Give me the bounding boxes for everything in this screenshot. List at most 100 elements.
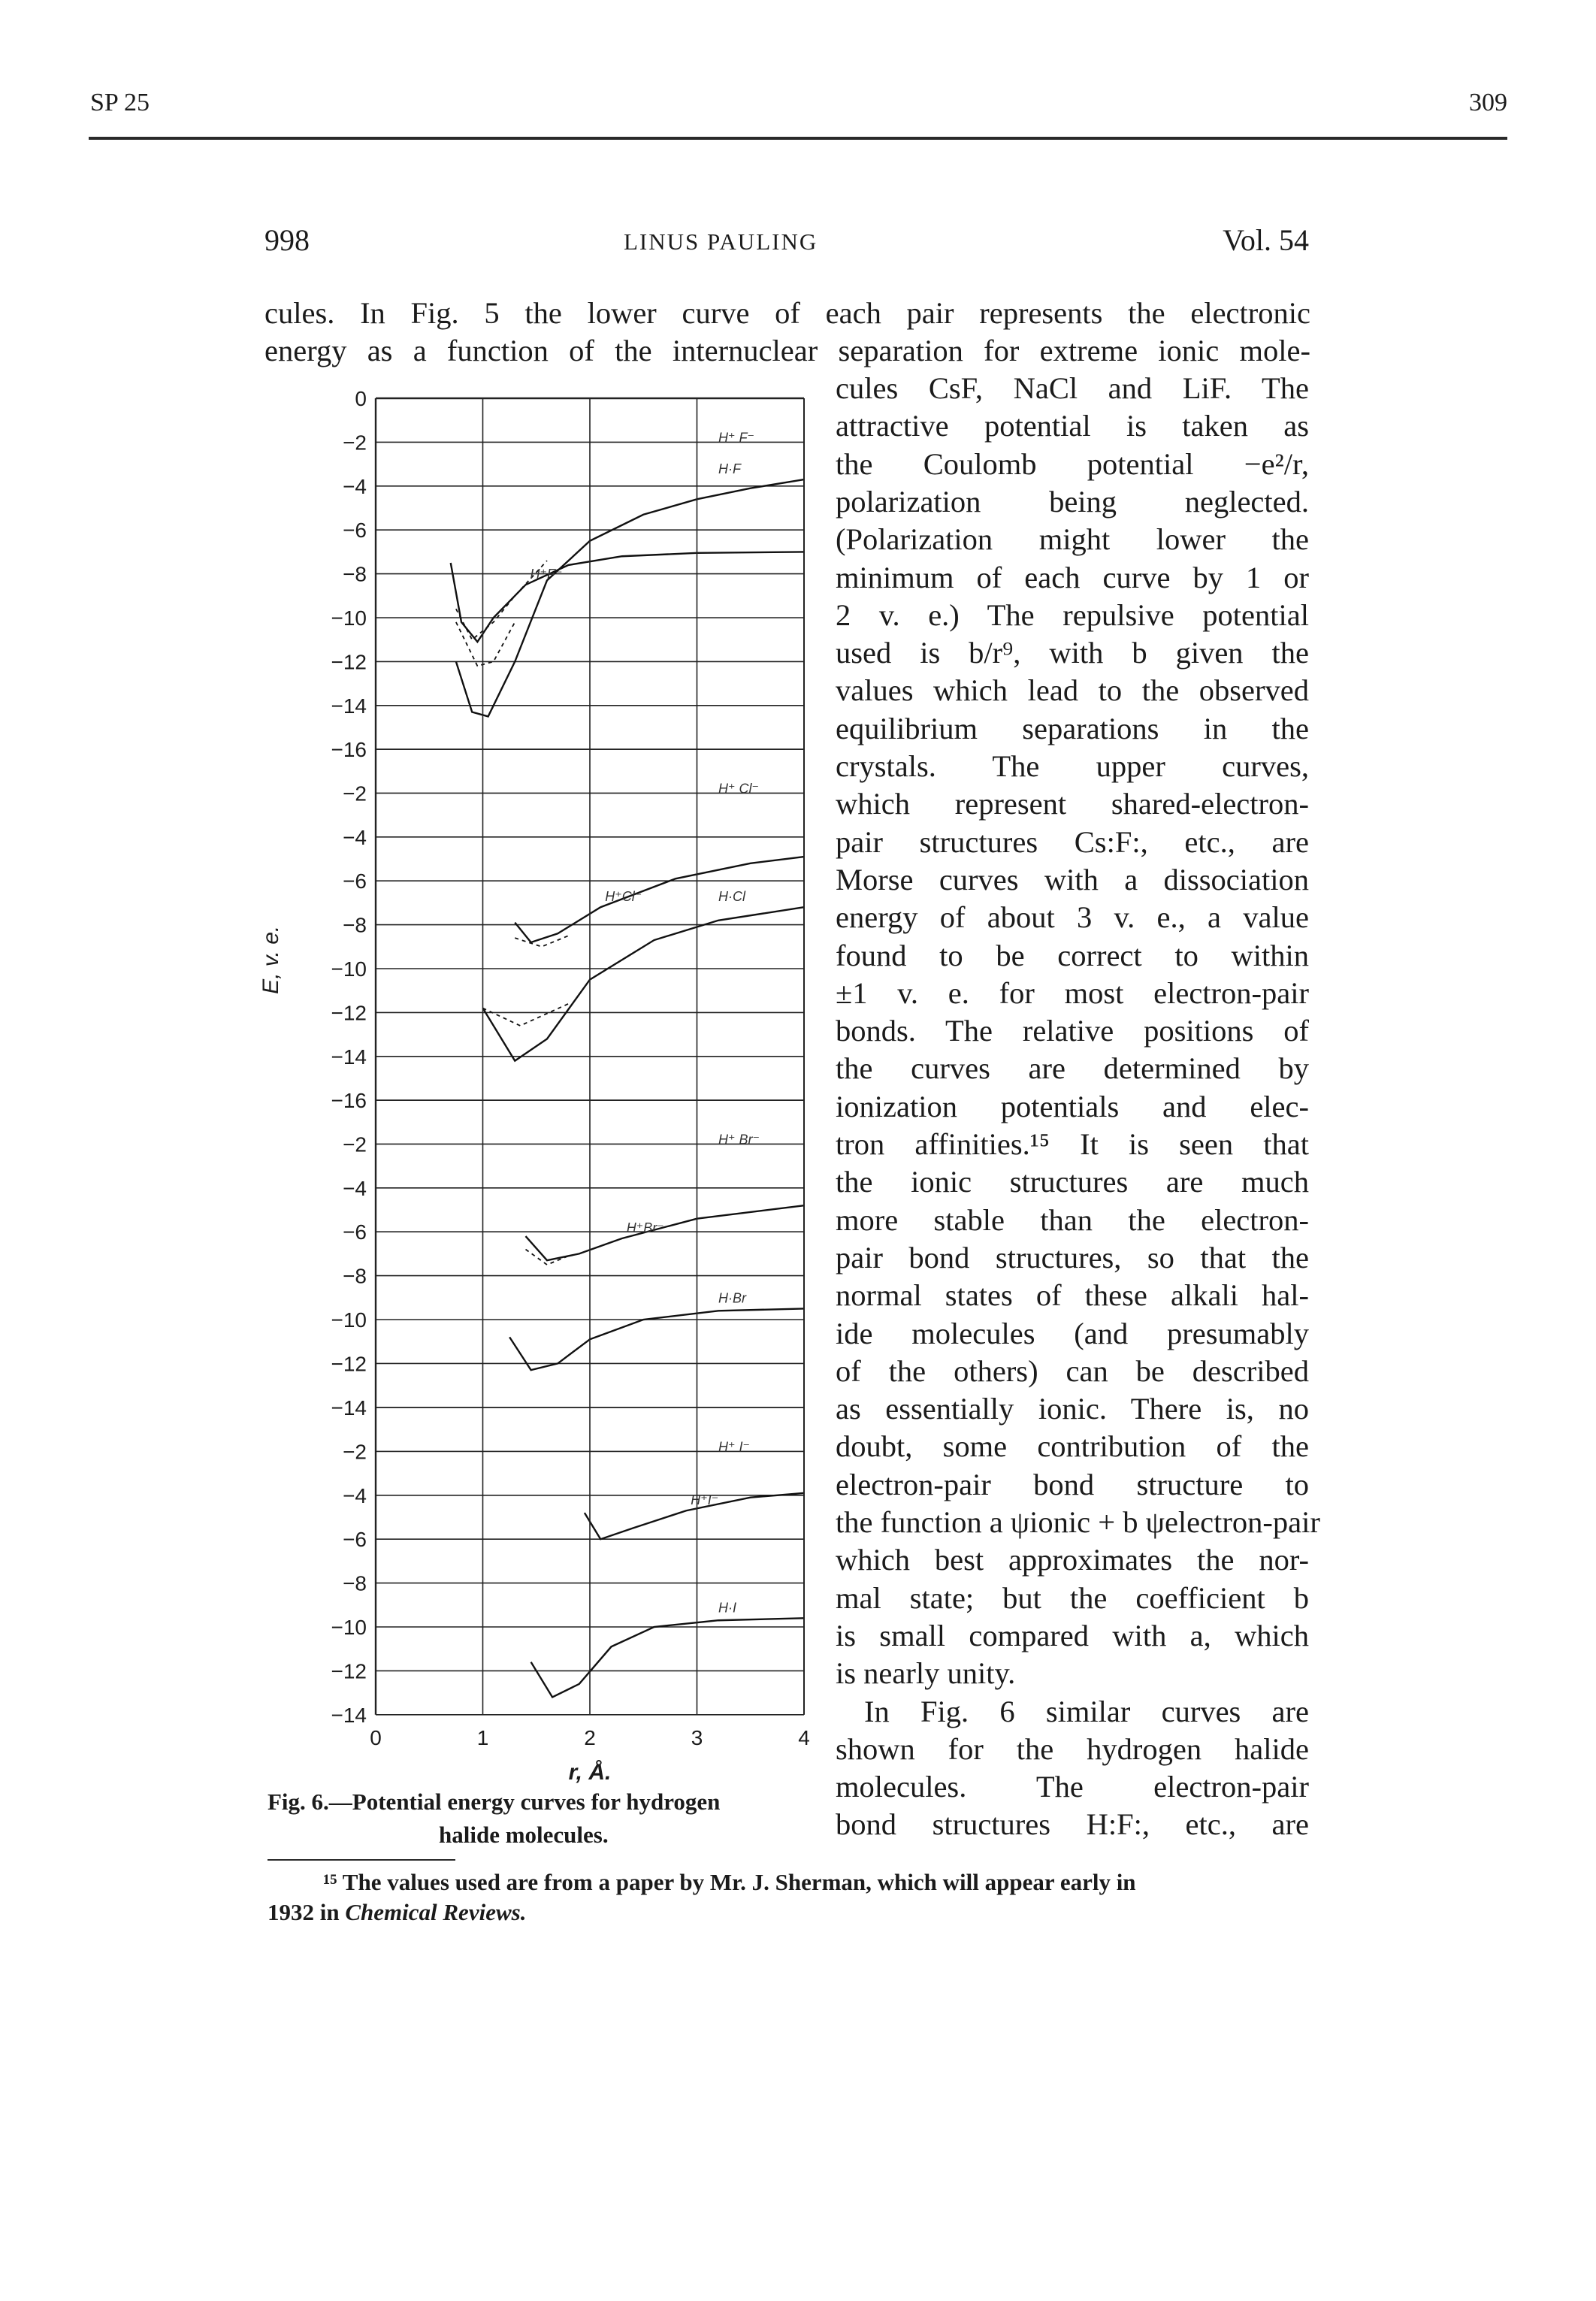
curve-hcl-covalent (514, 855, 805, 944)
x-tick-label: 0 (370, 1726, 382, 1749)
x-tick-label: 1 (477, 1726, 489, 1749)
body-line: the ionic structures are much (836, 1165, 1309, 1199)
body-line: mal state; but the coefficient b (836, 1580, 1309, 1615)
y-tick-label: −10 (331, 606, 367, 630)
body-line: ±1 v. e. for most electron-pair (836, 975, 1309, 1010)
curve-hf-dashed (455, 560, 548, 641)
asymptote-label: H·Cl (718, 889, 746, 904)
body-line: the function a ψionic + b ψelectron-pair (836, 1505, 1320, 1539)
body-line: energy of about 3 v. e., a value (836, 900, 1309, 935)
y-tick-label: −2 (343, 782, 367, 805)
body-line: equilibrium separations in the (836, 711, 1309, 745)
asymptote-label: H⁺ Cl⁻ (718, 781, 759, 796)
page-author: LINUS PAULING (624, 228, 818, 255)
body-line: electron-pair bond structure to (836, 1467, 1309, 1501)
body-line: is nearly unity. (836, 1656, 1016, 1691)
body-line: cules CsF, NaCl and LiF. The (836, 371, 1309, 405)
body-line: values which lead to the observed (836, 673, 1309, 708)
page-number: 998 (264, 223, 310, 257)
y-tick-label: −6 (343, 1528, 367, 1551)
curve-hbr-ionic (509, 1308, 805, 1371)
curve-hcl-ionic (482, 906, 805, 1063)
running-head-left: SP 25 (90, 89, 150, 116)
x-axis-label: r, Å. (569, 1760, 612, 1785)
body-line: pair bond structures, so that the (836, 1240, 1309, 1274)
y-tick-label: −6 (343, 1220, 367, 1244)
figure-caption-line1: Fig. 6.—Potential energy curves for hydr… (268, 1788, 721, 1815)
body-line: which best approximates the nor- (836, 1543, 1309, 1577)
curve-hf-ionic (455, 478, 805, 718)
y-tick-label: −14 (331, 694, 367, 718)
y-tick-label: −8 (343, 1265, 367, 1288)
footnote-line1: ¹⁵ The values used are from a paper by M… (323, 1869, 1136, 1895)
curve-hf-dashed (455, 621, 516, 667)
y-tick-label: −12 (331, 1659, 367, 1683)
body-line: found to be correct to within (836, 938, 1309, 972)
page-volume: Vol. 54 (1223, 223, 1309, 257)
footnote-rule (268, 1859, 455, 1861)
y-tick-label: −10 (331, 1308, 367, 1332)
curve-hf-covalent (449, 551, 805, 644)
body-line: of the others) can be described (836, 1353, 1309, 1388)
y-tick-label: −2 (343, 431, 367, 454)
curve-hi-covalent (583, 1492, 805, 1541)
y-tick-label: −2 (343, 1132, 367, 1156)
footnote-journal: Chemical Reviews. (345, 1899, 527, 1925)
curve-label: H⁺I⁻ (691, 1492, 718, 1507)
x-tick-label: 3 (691, 1726, 703, 1749)
body-line: molecules. The electron-pair (836, 1770, 1309, 1804)
body-line: which represent shared-electron- (836, 787, 1309, 821)
asymptote-label: H⁺ Br⁻ (718, 1132, 760, 1147)
body-line: polarization being neglected. (836, 484, 1309, 519)
body-line: attractive potential is taken as (836, 409, 1309, 443)
y-tick-label: −16 (331, 738, 367, 761)
y-axis-label: E, v. e. (258, 926, 283, 994)
running-head-right: 309 (1469, 89, 1507, 116)
body-line: (Polarization might lower the (836, 522, 1309, 557)
curve-label: H⁺Br⁻ (627, 1220, 664, 1235)
curve-hcl-dashed (482, 1002, 569, 1027)
y-tick-label: −8 (343, 563, 367, 586)
asymptote-label: H⁺ F⁻ (718, 430, 754, 445)
y-tick-label: −12 (331, 1352, 367, 1375)
body-line: cules. In Fig. 5 the lower curve of each… (264, 296, 1310, 330)
asymptote-label: H·F (718, 461, 742, 476)
y-tick-label: −6 (343, 869, 367, 893)
footnote-year: 1932 in (268, 1899, 346, 1925)
body-line: energy as a function of the internuclear… (264, 334, 1310, 367)
asymptote-label: H·I (718, 1600, 736, 1615)
x-tick-label: 2 (584, 1726, 596, 1749)
curve-hbr-dashed (524, 1248, 569, 1266)
running-head-rule (89, 137, 1507, 140)
y-tick-label: −4 (343, 1484, 367, 1507)
footnote-line2: 1932 in Chemical Reviews. (268, 1898, 526, 1927)
y-tick-label: −4 (343, 826, 367, 849)
curve-hi-ionic (530, 1617, 805, 1699)
y-tick-label: −14 (331, 1396, 367, 1420)
y-tick-label: −14 (331, 1045, 367, 1069)
y-tick-label: −8 (343, 1572, 367, 1595)
body-line: Morse curves with a dissociation (836, 862, 1309, 897)
body-line: more stable than the electron- (836, 1202, 1309, 1237)
body-line: crystals. The upper curves, (836, 749, 1309, 783)
y-tick-label: −4 (343, 475, 367, 498)
y-tick-label: −10 (331, 957, 367, 981)
body-line: used is b/r⁹, with b given the (836, 636, 1309, 670)
y-tick-label: −6 (343, 519, 367, 542)
body-line: bonds. The relative positions of (836, 1014, 1309, 1048)
curve-hcl-dashed (514, 935, 569, 948)
body-line: bond structures H:F:, etc., are (836, 1807, 1309, 1842)
y-tick-label: −4 (343, 1177, 367, 1200)
y-tick-label: −16 (331, 1089, 367, 1112)
body-line: ionization potentials and elec- (836, 1089, 1309, 1123)
body-line: doubt, some contribution of the (836, 1429, 1309, 1464)
body-line: ide molecules (and presumably (836, 1316, 1309, 1350)
body-line: minimum of each curve by 1 or (836, 560, 1309, 594)
y-tick-label: −12 (331, 650, 367, 673)
body-line: 2 v. e.) The repulsive potential (836, 597, 1309, 632)
body-line: shown for the hydrogen halide (836, 1731, 1309, 1766)
asymptote-label: H⁺ I⁻ (718, 1439, 750, 1454)
body-line: is small compared with a, which (836, 1618, 1309, 1652)
y-tick-label: −10 (331, 1616, 367, 1639)
body-line: the curves are determined by (836, 1051, 1309, 1086)
